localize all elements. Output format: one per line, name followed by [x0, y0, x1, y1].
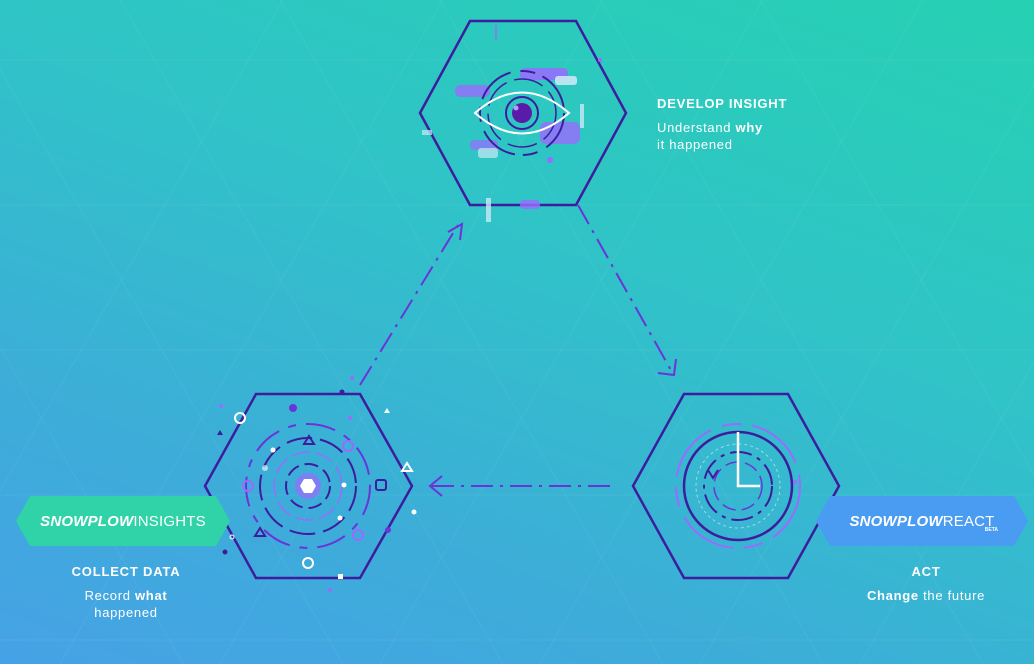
act-hexagon [631, 392, 841, 580]
insights-brand: SNOWPLOW [40, 512, 134, 530]
clock-icon [675, 423, 801, 549]
arrow-act-to-collect [428, 475, 610, 497]
collect-data-hexagon [203, 376, 417, 592]
badge-shape [16, 496, 230, 546]
collect-line2-text: happened [94, 605, 158, 620]
snowplow-insights-badge[interactable]: SNOWPLOWINSIGHTS [16, 496, 230, 546]
develop-line2-text: it happened [657, 137, 733, 152]
react-badge-text: SNOWPLOWREACT [849, 513, 994, 530]
react-brand: SNOWPLOW [849, 512, 943, 530]
beta-tag: BETA [984, 527, 998, 533]
arrow-develop-to-act [577, 204, 677, 377]
develop-insight-title: DEVELOP INSIGHT [657, 96, 788, 111]
act-title: ACT [911, 564, 941, 579]
radar-icon [217, 376, 417, 592]
collect-data-title: COLLECT DATA [71, 564, 181, 579]
arrow-collect-to-develop [359, 222, 464, 386]
develop-insight-label: DEVELOP INSIGHT Understand why it happen… [657, 96, 787, 153]
act-line1-bold: Change [866, 588, 919, 603]
collect-line1-text: Record [84, 588, 135, 603]
collect-data-caption: Record what happened [46, 587, 206, 621]
eye-icon [422, 25, 602, 222]
react-product: REACT [942, 512, 995, 530]
insights-badge-text: SNOWPLOWINSIGHTS [40, 513, 206, 530]
act-caption: Change the future [846, 587, 1006, 604]
act-label: ACT Change the future [846, 564, 1006, 604]
snowplow-react-badge[interactable]: SNOWPLOWREACT BETA [816, 496, 1028, 546]
collect-line1-bold: what [135, 588, 168, 603]
badge-shape [816, 496, 1028, 546]
develop-insight-caption: Understand why it happened [657, 119, 787, 153]
act-line1-text: the future [918, 588, 986, 603]
insights-product: INSIGHTS [133, 512, 206, 530]
collect-data-label: COLLECT DATA Record what happened [46, 564, 206, 621]
develop-line1-text: Understand [657, 120, 736, 135]
develop-line1-bold: why [735, 120, 763, 135]
develop-insight-hexagon [418, 19, 628, 222]
